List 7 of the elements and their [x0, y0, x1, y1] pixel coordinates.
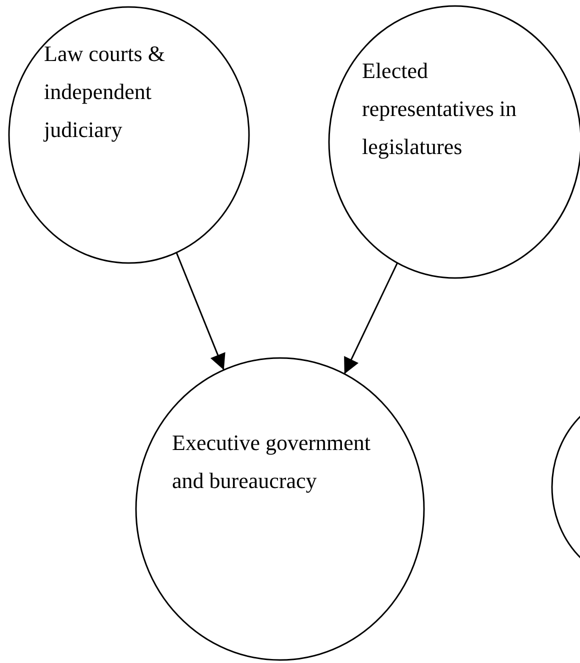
arrow [344, 262, 398, 374]
node-label: Elected representatives in legislatures [362, 57, 518, 161]
circle-node [134, 356, 426, 662]
node-label: Law courts & independent judiciary [44, 40, 166, 144]
node-label: Executive government and bureaucracy [172, 429, 372, 495]
circle-node [7, 5, 251, 265]
arrow [176, 252, 226, 370]
